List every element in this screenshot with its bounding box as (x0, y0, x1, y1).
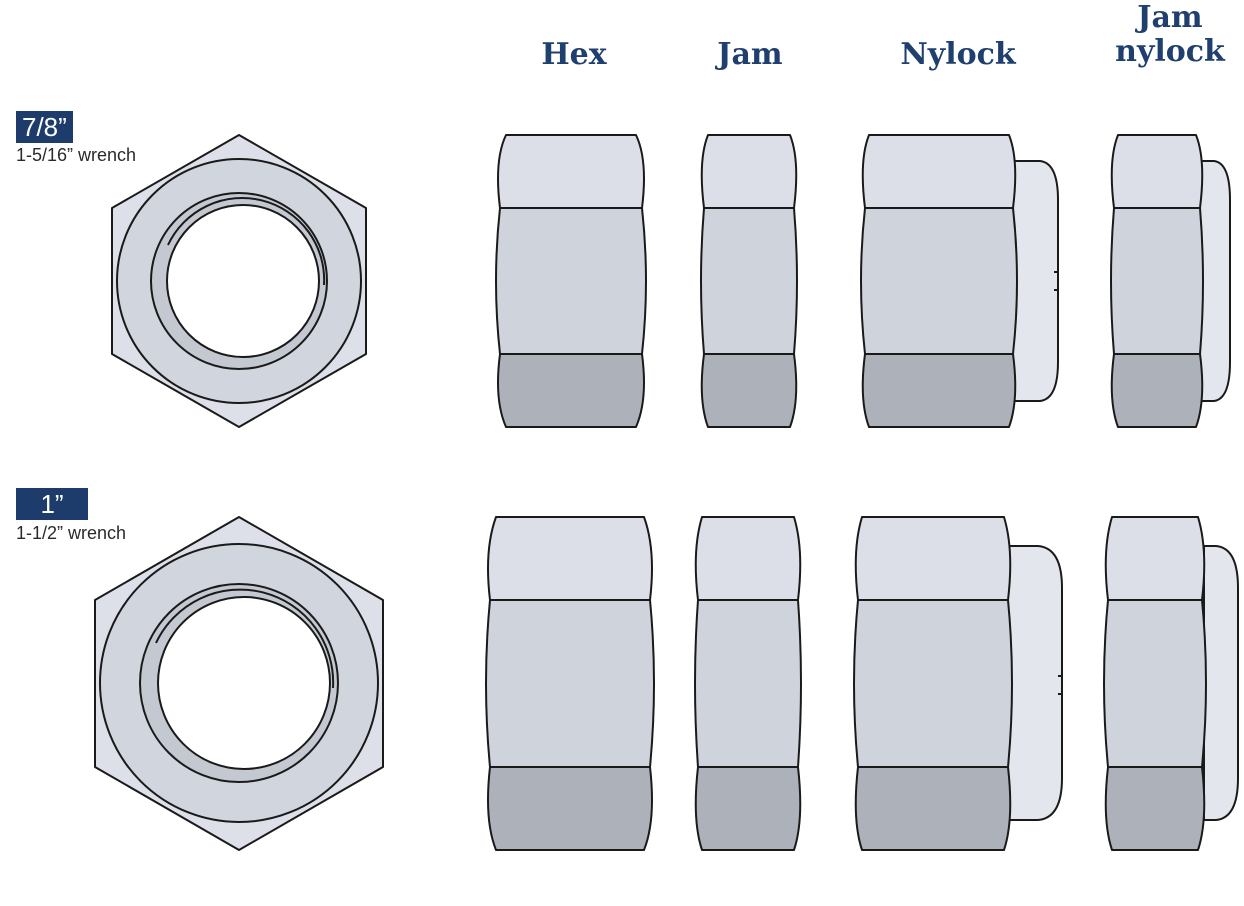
size-badge-row-1: 7/8” (16, 111, 73, 143)
column-heading-hex: Hex (541, 37, 607, 72)
column-heading-jam-nylock-line2: nylock (1115, 34, 1225, 69)
wrench-label-row-2: 1-1/2” wrench (16, 523, 127, 543)
bore-hole (157, 596, 331, 770)
size-badge-row-2: 1” (16, 488, 88, 520)
column-heading-nylock: Nylock (900, 37, 1016, 72)
bore-hole (166, 204, 320, 358)
wrench-label-row-1: 1-5/16” wrench (16, 145, 137, 165)
thread-crescent (155, 588, 335, 689)
thread-crescent (167, 197, 326, 286)
column-heading-jam-nylock-line1: Jam (1137, 0, 1203, 35)
column-heading-jam: Jam (717, 37, 783, 72)
column-heading-jam-nylock: Jam nylock (1100, 1, 1240, 69)
